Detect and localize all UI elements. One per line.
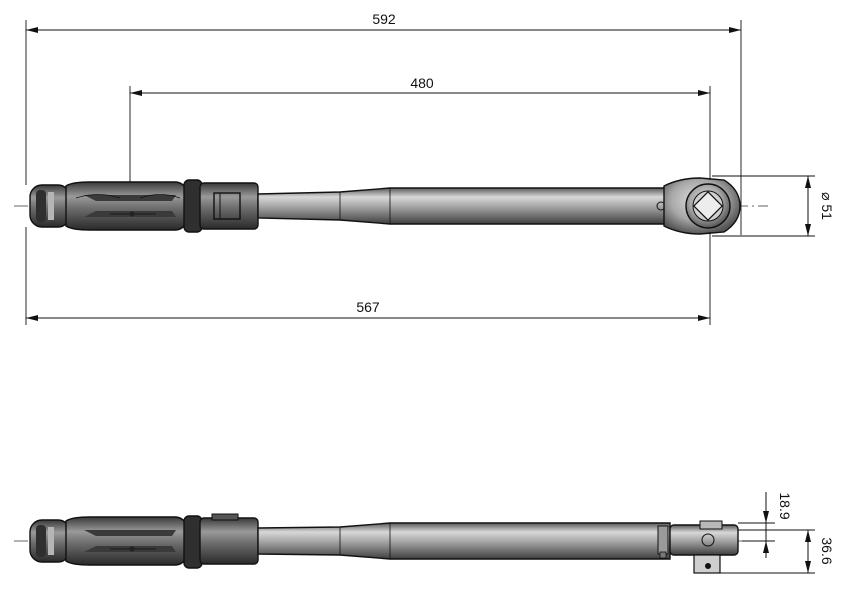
side-ratchet-head (669, 520, 739, 574)
ratchet-head (663, 177, 741, 235)
grip (65, 181, 187, 231)
dim-effective-label: 480 (410, 75, 434, 91)
collar (183, 179, 259, 233)
dim-handle-to-head: 567 (25, 227, 711, 325)
dim-handle-to-head-label: 567 (356, 299, 380, 315)
side-grip (65, 516, 187, 566)
dim-head-offset-label: 18.9 (777, 492, 793, 519)
dim-head-diameter-label: ⌀ 51 (819, 192, 835, 220)
dim-head-offset: 18.9 (738, 492, 793, 558)
dim-overall: 592 (25, 11, 742, 235)
dim-head-diameter: ⌀ 51 (712, 175, 835, 237)
shaft (257, 187, 671, 225)
side-shaft (257, 522, 671, 560)
dim-head-height: 36.6 (720, 529, 835, 574)
side-collar (183, 513, 259, 569)
top-view: 592 480 567 ⌀ 51 (14, 11, 835, 325)
dim-head-height-label: 36.6 (819, 537, 835, 564)
dim-effective: 480 (129, 75, 711, 183)
side-view: 18.9 36.6 (14, 492, 835, 574)
dim-overall-label: 592 (372, 11, 396, 27)
side-grip-end-cap (29, 519, 71, 563)
grip-end-cap (29, 184, 71, 228)
